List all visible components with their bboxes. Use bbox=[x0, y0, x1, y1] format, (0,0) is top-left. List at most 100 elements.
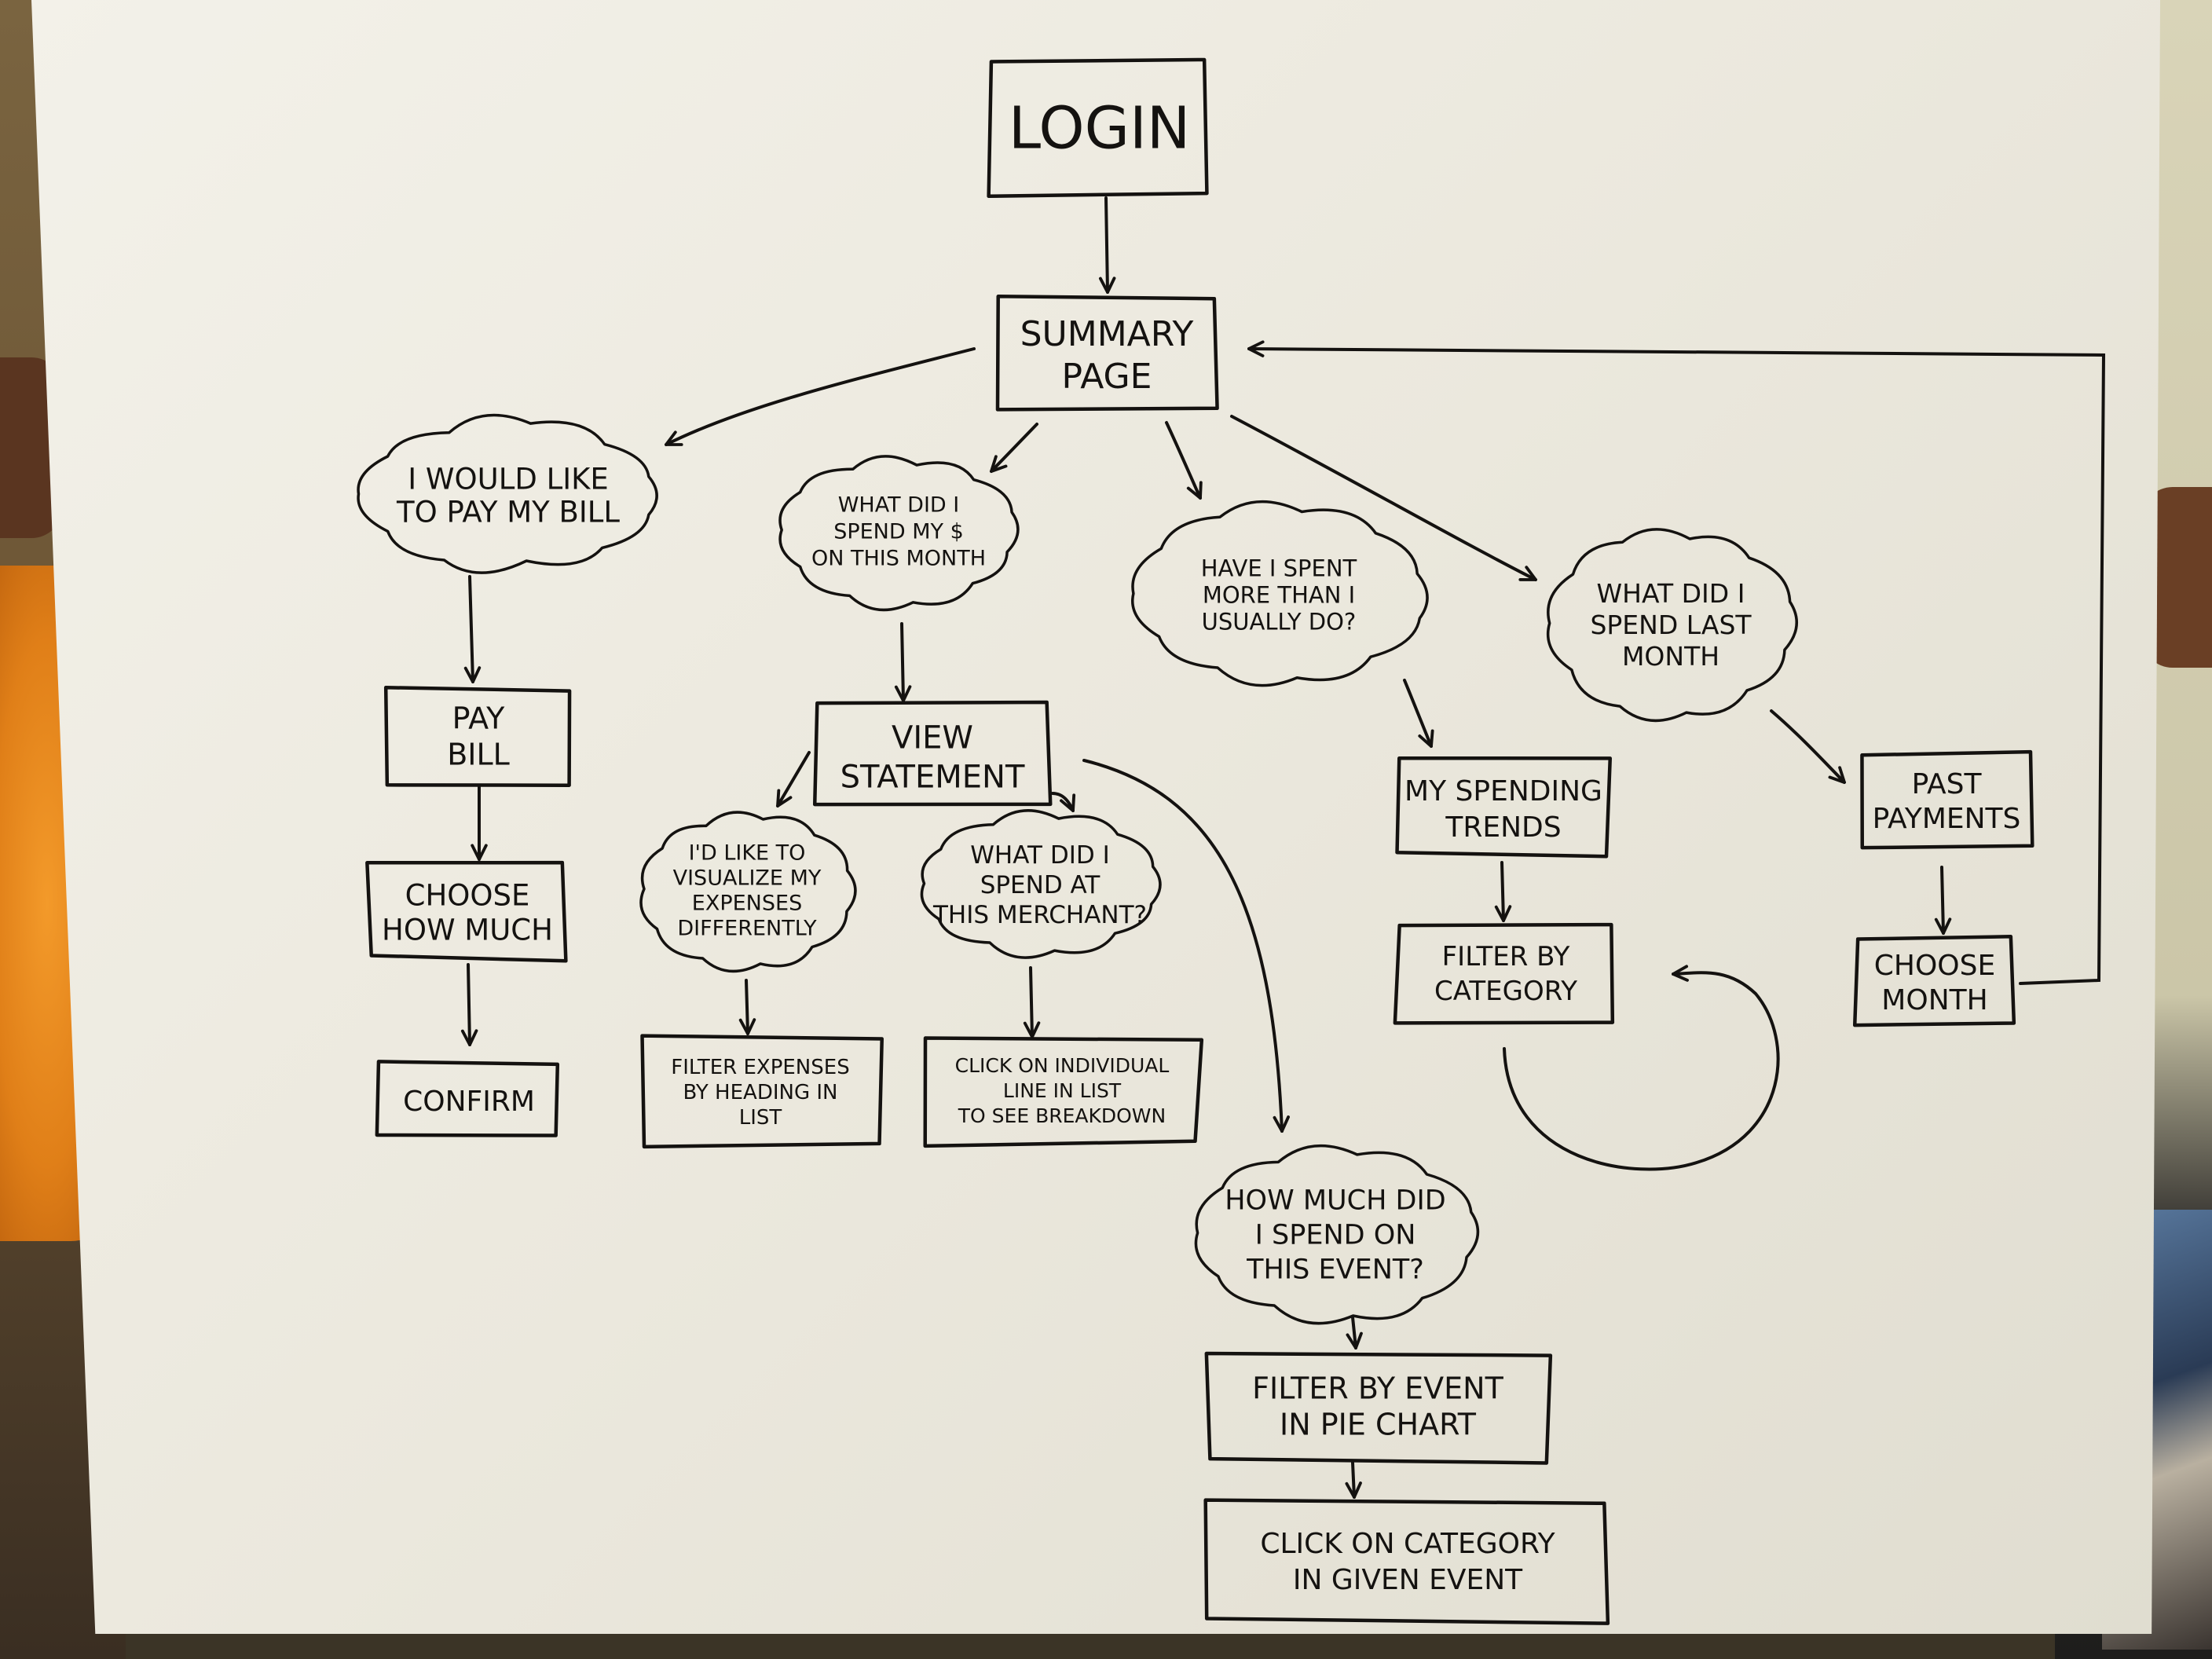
node-label: VIEW bbox=[892, 720, 973, 756]
edge-summary-to-spend-month-question bbox=[990, 423, 1038, 473]
edge-filter-category-to-filter-category bbox=[1503, 965, 1780, 1171]
step-box-shape bbox=[1393, 922, 1615, 1025]
node-filter-category: FILTER BY CATEGORY bbox=[1393, 922, 1615, 1025]
node-label: CHOOSE bbox=[405, 878, 530, 912]
node-label: SPEND AT bbox=[980, 871, 1101, 899]
edge-summary-to-pay-question bbox=[665, 347, 976, 446]
node-label: BILL bbox=[447, 738, 510, 772]
node-label: I'D LIKE TO bbox=[689, 841, 806, 866]
connector-layer bbox=[460, 196, 2106, 1499]
node-label: I WOULD LIKE bbox=[408, 462, 609, 496]
node-label: MY SPENDING bbox=[1404, 775, 1602, 808]
node-label: TO SEE BREAKDOWN bbox=[958, 1104, 1166, 1127]
edge-filter-event-to-click-category bbox=[1345, 1461, 1362, 1499]
edge-event-question-to-filter-event bbox=[1346, 1316, 1363, 1350]
edge-spending-trends-to-filter-category bbox=[1494, 861, 1512, 922]
question-cloud-shape bbox=[1546, 528, 1798, 723]
node-label: HOW MUCH bbox=[382, 913, 553, 947]
node-label: LIST bbox=[739, 1106, 782, 1130]
node-login: LOGIN bbox=[987, 57, 1209, 199]
node-label: CLICK ON INDIVIDUAL bbox=[955, 1054, 1170, 1077]
node-confirm: CONFIRM bbox=[375, 1060, 560, 1137]
step-box-shape bbox=[365, 860, 568, 963]
question-cloud-shape bbox=[1194, 1144, 1480, 1325]
node-label: FILTER BY EVENT bbox=[1252, 1372, 1503, 1406]
node-label: MONTH bbox=[1881, 984, 1987, 1016]
step-box-shape bbox=[383, 685, 572, 787]
node-label: WHAT DID I bbox=[1597, 578, 1745, 609]
step-box-shape bbox=[375, 1060, 560, 1137]
node-label: I SPEND ON bbox=[1255, 1220, 1416, 1251]
node-label: CLICK ON CATEGORY bbox=[1260, 1528, 1555, 1560]
step-box-shape bbox=[640, 1034, 884, 1149]
node-label: TRENDS bbox=[1445, 811, 1561, 844]
node-label: THIS MERCHANT? bbox=[932, 901, 1147, 929]
node-label: CHOOSE bbox=[1874, 950, 1995, 982]
node-label: HAVE I SPENT bbox=[1201, 555, 1357, 581]
node-label: FILTER BY bbox=[1442, 941, 1570, 972]
node-label: VISUALIZE MY bbox=[673, 866, 822, 891]
node-label: USUALLY DO? bbox=[1202, 608, 1357, 635]
edge-choose-month-to-summary bbox=[1247, 340, 2106, 985]
node-label: LINE IN LIST bbox=[1003, 1079, 1122, 1102]
step-box-shape bbox=[1395, 756, 1613, 859]
node-label: SPEND LAST bbox=[1590, 610, 1752, 640]
node-label: EXPENSES bbox=[692, 892, 802, 916]
node-label: PAGE bbox=[1062, 357, 1152, 397]
step-box-shape bbox=[1852, 935, 2016, 1027]
step-box-shape bbox=[995, 295, 1219, 412]
node-label: SUMMARY bbox=[1020, 314, 1194, 354]
node-label: CATEGORY bbox=[1434, 976, 1577, 1007]
question-cloud-shape bbox=[1131, 500, 1429, 687]
node-label: MONTH bbox=[1622, 641, 1719, 672]
question-cloud-shape bbox=[639, 811, 857, 973]
node-label: THIS EVENT? bbox=[1246, 1254, 1424, 1286]
edge-spend-month-question-to-view-statement bbox=[894, 622, 912, 702]
node-label: DIFFERENTLY bbox=[677, 917, 817, 941]
node-label: SPEND MY $ bbox=[833, 520, 964, 544]
step-box-shape bbox=[987, 57, 1209, 199]
question-cloud-shape bbox=[778, 455, 1020, 612]
step-box-shape bbox=[1860, 749, 2034, 850]
node-label: PAY bbox=[452, 701, 506, 736]
edge-merchant-question-to-click-line bbox=[1023, 966, 1041, 1038]
step-box-shape bbox=[1203, 1498, 1610, 1625]
edge-more-than-usual-question-to-spending-trends bbox=[1403, 679, 1434, 748]
node-label: LOGIN bbox=[1009, 95, 1190, 163]
edge-last-month-question-to-past-payments bbox=[1770, 709, 1846, 784]
step-box-shape bbox=[1204, 1351, 1553, 1465]
question-cloud-shape bbox=[357, 413, 658, 574]
edge-view-statement-to-visualize-question bbox=[776, 751, 811, 808]
node-label: WHAT DID I bbox=[838, 493, 960, 518]
edge-summary-to-last-month-question bbox=[1230, 415, 1537, 581]
edge-past-payments-to-choose-month bbox=[1934, 866, 1952, 935]
node-label: FILTER EXPENSES bbox=[671, 1056, 849, 1079]
node-label: ON THIS MONTH bbox=[811, 547, 986, 571]
step-box-shape bbox=[923, 1036, 1204, 1148]
question-cloud-shape bbox=[920, 809, 1162, 959]
node-label: TO PAY MY BILL bbox=[396, 495, 620, 529]
edge-visualize-question-to-filter-expenses bbox=[738, 979, 756, 1035]
node-label: PAST bbox=[1912, 768, 1983, 800]
node-label: WHAT DID I bbox=[970, 841, 1109, 870]
